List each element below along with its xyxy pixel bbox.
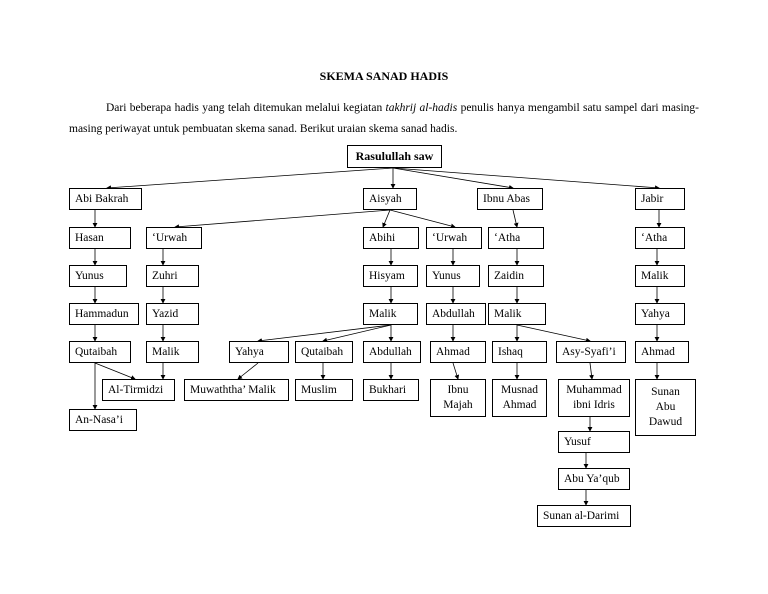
node-abu-yaqub: Abu Ya’qub — [558, 468, 630, 490]
node-musnad-ahmad: Musnad Ahmad — [492, 379, 547, 417]
node-yunus-2: Yunus — [426, 265, 480, 287]
node-muwaththa-malik: Muwaththa’ Malik — [184, 379, 289, 401]
node-abdullah-1: Abdullah — [426, 303, 486, 325]
node-sunan-abu-dawud: Sunan Abu Dawud — [635, 379, 696, 436]
node-urwah-1: ‘Urwah — [146, 227, 202, 249]
node-yahya-jabir: Yahya — [635, 303, 685, 325]
node-malik-jabir: Malik — [635, 265, 685, 287]
intro-text-1: Dari beberapa hadis yang telah ditemukan… — [106, 102, 386, 114]
node-abdullah-2: Abdullah — [363, 341, 421, 363]
node-abi-bakrah: Abi Bakrah — [69, 188, 142, 210]
node-yusuf: Yusuf — [558, 431, 630, 453]
node-asy-syafii: Asy-Syafi’i — [556, 341, 626, 363]
node-ahmad-1: Ahmad — [430, 341, 486, 363]
node-malik-center: Malik — [363, 303, 418, 325]
node-ahmad-2: Ahmad — [635, 341, 689, 363]
node-ibnu-abas: Ibnu Abas — [477, 188, 543, 210]
node-urwah-2: ‘Urwah — [426, 227, 482, 249]
node-muslim: Muslim — [295, 379, 353, 401]
node-zaidin: Zaidin — [488, 265, 544, 287]
node-sunan-al-darimi: Sunan al-Darimi — [537, 505, 631, 527]
intro-italic: takhrij al-hadis — [385, 102, 458, 114]
node-hisyam: Hisyam — [363, 265, 418, 287]
node-yunus-1: Yunus — [69, 265, 127, 287]
node-hammadun: Hammadun — [69, 303, 139, 325]
node-ishaq: Ishaq — [492, 341, 547, 363]
node-malik-yazid: Malik — [146, 341, 199, 363]
node-muhammad-ibni-idris: Muhammad ibni Idris — [558, 379, 630, 417]
page-title: SKEMA SANAD HADIS — [319, 69, 449, 83]
node-ibnu-majah: Ibnu Majah — [430, 379, 486, 417]
node-bukhari: Bukhari — [363, 379, 419, 401]
node-an-nasai: An-Nasa’i — [69, 409, 137, 431]
node-yazid: Yazid — [146, 303, 199, 325]
node-qutaibah-2: Qutaibah — [295, 341, 353, 363]
node-al-tirmidzi: Al-Tirmidzi — [102, 379, 175, 401]
intro-text-2: penulis hanya mengambil satu sampel dari… — [69, 102, 699, 135]
node-atha-2: ‘Atha — [635, 227, 685, 249]
node-hasan: Hasan — [69, 227, 131, 249]
node-qutaibah-1: Qutaibah — [69, 341, 131, 363]
node-aisyah: Aisyah — [363, 188, 417, 210]
node-jabir: Jabir — [635, 188, 685, 210]
node-zuhri: Zuhri — [146, 265, 199, 287]
node-atha-1: ‘Atha — [488, 227, 544, 249]
node-malik-zaidin: Malik — [488, 303, 546, 325]
intro-paragraph: Dari beberapa hadis yang telah ditemukan… — [69, 98, 699, 140]
node-yahya-2: Yahya — [229, 341, 289, 363]
node-rasulullah: Rasulullah saw — [347, 145, 442, 168]
node-abihi: Abihi — [363, 227, 419, 249]
